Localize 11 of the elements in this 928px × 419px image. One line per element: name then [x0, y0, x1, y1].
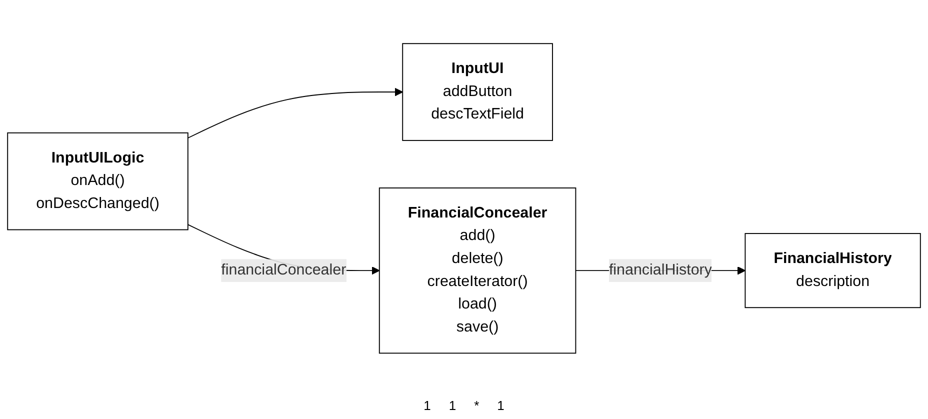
node-box: InputUILogic onAdd() onDescChanged(): [7, 132, 188, 230]
multiplicity-label: *: [474, 398, 480, 413]
edge-label: financialHistory: [608, 262, 712, 278]
node-box: InputUI addButton descTextField: [402, 42, 553, 141]
node-box: FinancialConcealer add() delete() createIterator() load() save(): [378, 187, 576, 354]
node-box: FinancialHistory description: [744, 232, 921, 308]
edge-label: financialConcealer: [221, 262, 346, 278]
multiplicity-label: 1: [424, 398, 431, 413]
multiplicity-label: 1: [448, 398, 456, 413]
multiplicity-label: 1: [497, 398, 504, 413]
arrow: [187, 87, 403, 138]
